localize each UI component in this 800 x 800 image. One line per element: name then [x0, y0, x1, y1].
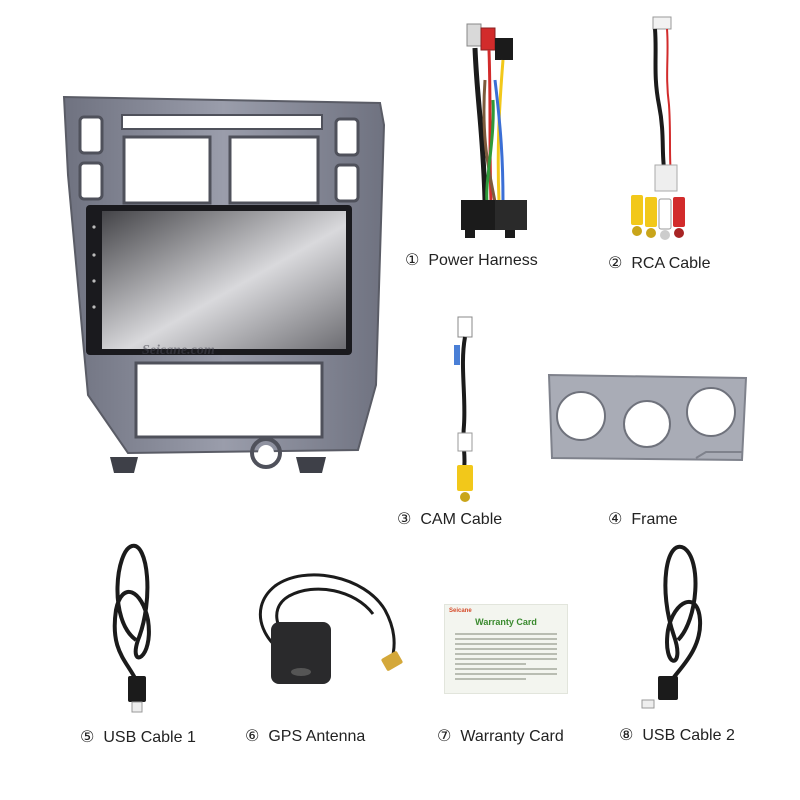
- usb-cable-1-image: [102, 540, 172, 715]
- item-label-3: ③ CAM Cable: [397, 509, 502, 529]
- gps-antenna-image: [245, 570, 415, 700]
- item-number-8: ⑧: [619, 725, 634, 744]
- item-label-8: ⑧ USB Cable 2: [619, 725, 735, 745]
- item-number-2: ②: [608, 253, 623, 272]
- cam-cable-image: [440, 315, 490, 505]
- frame-image: [546, 372, 751, 464]
- item-name-8: USB Cable 2: [642, 727, 735, 744]
- item-name-6: GPS Antenna: [268, 728, 366, 745]
- item-label-1: ① Power Harness: [405, 250, 538, 270]
- warranty-card-title: Warranty Card: [475, 617, 537, 627]
- item-number-3: ③: [397, 509, 412, 528]
- item-name-2: RCA Cable: [631, 255, 711, 272]
- warranty-card-image: Seicane Warranty Card: [444, 604, 568, 694]
- item-name-7: Warranty Card: [460, 728, 564, 745]
- rca-cable-image: [625, 15, 700, 240]
- item-number-1: ①: [405, 250, 420, 269]
- item-label-2: ② RCA Cable: [608, 253, 711, 273]
- item-label-6: ⑥ GPS Antenna: [245, 726, 365, 746]
- item-number-5: ⑤: [80, 727, 95, 746]
- item-label-4: ④ Frame: [608, 509, 678, 529]
- item-name-1: Power Harness: [428, 252, 538, 269]
- item-label-5: ⑤ USB Cable 1: [80, 727, 196, 747]
- watermark: Seicane.com: [142, 343, 215, 358]
- usb-cable-2-image: [628, 540, 718, 715]
- item-label-7: ⑦ Warranty Card: [437, 726, 564, 746]
- power-harness-image: [455, 20, 535, 245]
- item-name-5: USB Cable 1: [103, 729, 196, 746]
- warranty-card-body: [455, 633, 557, 683]
- warranty-card-brand: Seicane: [449, 608, 472, 614]
- item-name-3: CAM Cable: [420, 511, 503, 528]
- head-unit: Seicane.com: [58, 95, 388, 485]
- head-unit-image: [62, 95, 386, 473]
- item-name-4: Frame: [631, 511, 678, 528]
- item-number-7: ⑦: [437, 726, 452, 745]
- item-number-4: ④: [608, 509, 623, 528]
- item-number-6: ⑥: [245, 726, 260, 745]
